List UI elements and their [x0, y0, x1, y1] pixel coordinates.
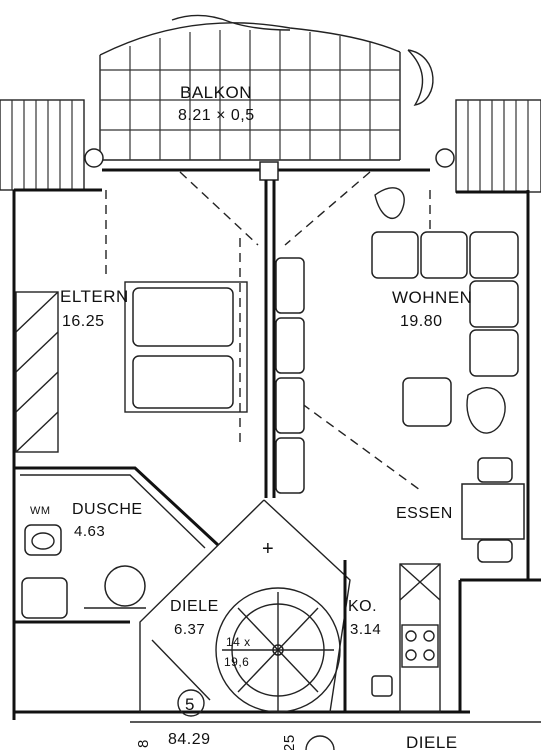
kitchen-sink: [371, 675, 393, 697]
railing-right: [455, 99, 541, 193]
kochen-area: 3.14: [350, 621, 381, 638]
dusche-area: 4.63: [74, 523, 105, 540]
unit-marker: 5 84.29: [168, 689, 211, 748]
column-left: [84, 148, 104, 168]
dining-set: [461, 457, 525, 563]
plant-top: [374, 187, 405, 220]
toilet: [104, 565, 146, 607]
sofa: [371, 231, 519, 377]
exterior-walls: [12, 168, 541, 720]
wardrobe: [15, 291, 59, 453]
diele-area: 6.37: [174, 621, 205, 638]
plant-right: [466, 387, 506, 434]
cooktop: [401, 624, 439, 668]
balkon-area: 8.21 × 0,5: [178, 107, 255, 124]
balcony-area: BALKON 8.21 × 0,5: [99, 14, 434, 161]
balcony-arc: [99, 22, 401, 56]
kochen-label: KO.: [348, 598, 377, 615]
washbasin: [21, 577, 68, 619]
stair-rise: 19,6: [224, 655, 249, 669]
dusche-label: DUSCHE: [72, 501, 143, 518]
bathroom: [14, 466, 220, 624]
wm-label: WM: [30, 505, 51, 517]
bottom-diele-label: DIELE: [406, 733, 458, 750]
wm-machine: [24, 524, 62, 556]
bottom-num-a: 8: [135, 739, 152, 748]
unit-number: 5: [185, 695, 195, 714]
bottom-num-b: 25: [281, 734, 298, 750]
hall-stair: +: [139, 499, 351, 713]
kitchen: [343, 560, 462, 713]
unit-total-area: 84.29: [168, 731, 211, 748]
eltern-area: 16.25: [62, 313, 105, 330]
balcony-plant-sketch: [171, 14, 291, 31]
coffee-table: [402, 377, 452, 427]
cabinet-column: [275, 257, 305, 494]
stair-center-mark: +: [262, 538, 274, 560]
diele-label: DIELE: [170, 598, 219, 615]
door-swing-wohnen: [289, 394, 421, 491]
bottom-partial: 8 25 DIELE: [130, 721, 541, 750]
partition-wall: [259, 161, 279, 498]
balkon-label: BALKON: [180, 83, 252, 102]
double-bed: [124, 281, 248, 413]
wohnen-area: 19.80: [400, 313, 443, 330]
wohnen-label: WOHNEN: [392, 288, 472, 307]
balcony-plant-right: [407, 49, 434, 106]
railing-left: [0, 99, 85, 191]
bottom-circle-marker: [305, 735, 335, 750]
balcony-tile-grid: [100, 30, 400, 160]
stair-steps: 14 x: [226, 635, 251, 649]
eltern-label: ELTERN: [60, 287, 129, 306]
essen-label: ESSEN: [396, 505, 453, 522]
door-swing-balcony-right: [284, 171, 371, 246]
door-swing-balcony-left: [179, 171, 259, 246]
column-right: [435, 148, 455, 168]
